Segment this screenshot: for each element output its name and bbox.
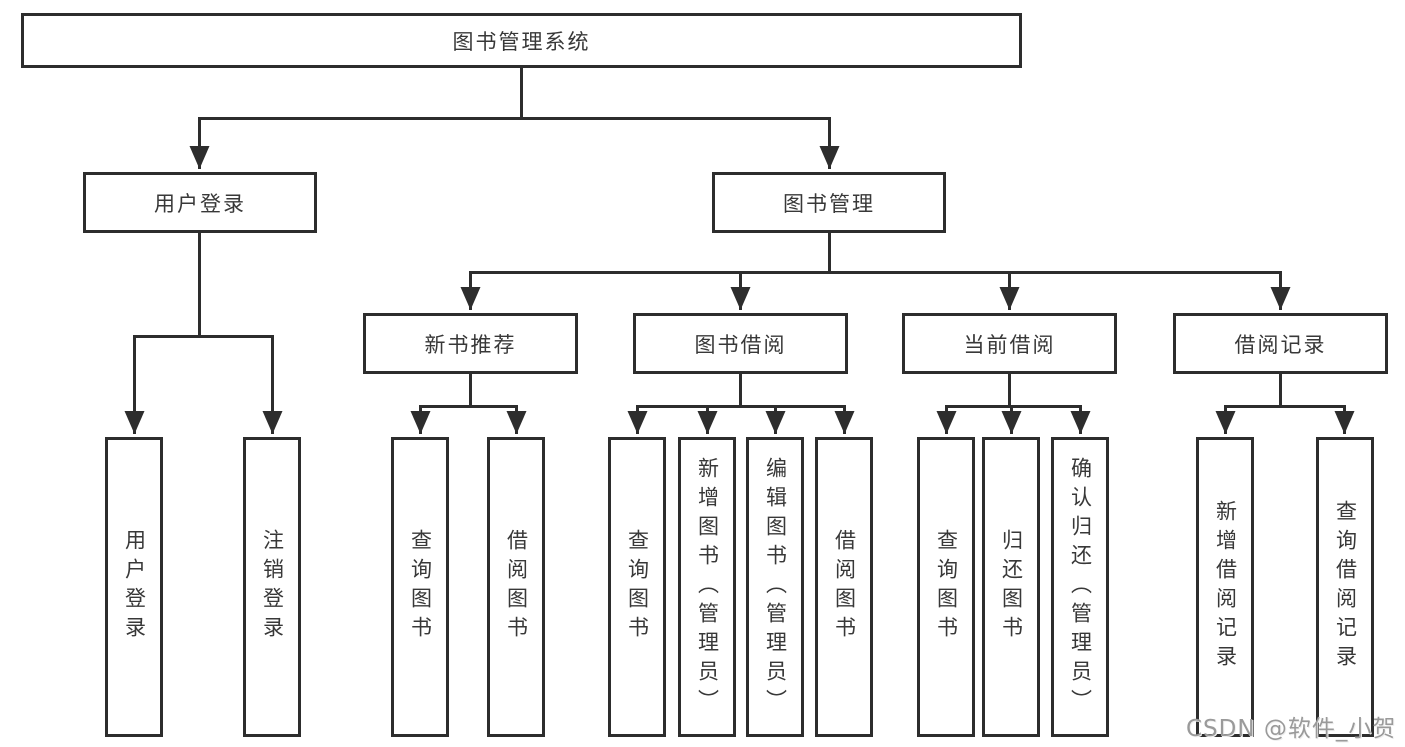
node-leaf-return-books: 归还图书 <box>982 437 1040 737</box>
node-label: 确认归还（管理员） <box>1068 456 1093 718</box>
connector-borrowing-stem <box>637 374 845 408</box>
node-label: 新增图书（管理员） <box>695 456 720 718</box>
csdn-watermark: CSDN @软件_小贺同学 <box>1186 716 1397 742</box>
connector-root-stem <box>199 68 830 120</box>
node-label: 图书管理系统 <box>452 29 591 54</box>
node-new-book-recommend: 新书推荐 <box>363 313 578 374</box>
node-label: 新增借阅记录 <box>1213 500 1238 674</box>
node-leaf-query-books: 查询图书 <box>917 437 975 737</box>
node-label: 当前借阅 <box>963 332 1056 357</box>
connector-bookmgmt-stem <box>470 233 1281 274</box>
node-leaf-edit-books-admin: 编辑图书（管理员） <box>746 437 804 737</box>
node-label: 用户登录 <box>154 191 246 216</box>
node-leaf-add-books-admin: 新增图书（管理员） <box>678 437 736 737</box>
node-label: 编辑图书（管理员） <box>763 456 788 718</box>
node-label: 图书管理 <box>783 191 875 216</box>
node-user-login: 用户登录 <box>83 172 317 233</box>
node-leaf-add-borrow-record: 新增借阅记录 <box>1196 437 1254 737</box>
connector-current-stem <box>946 374 1081 408</box>
node-book-management: 图书管理 <box>712 172 946 233</box>
node-leaf-query-books: 查询图书 <box>391 437 449 737</box>
node-leaf-query-borrow-record: 查询借阅记录 <box>1316 437 1374 737</box>
node-label: 新书推荐 <box>424 332 517 357</box>
node-label: 借阅记录 <box>1234 332 1327 357</box>
node-leaf-borrow-books: 借阅图书 <box>815 437 873 737</box>
node-label: 注销登录 <box>260 529 285 645</box>
node-label: 图书借阅 <box>694 332 787 357</box>
node-label: 查询借阅记录 <box>1333 500 1358 674</box>
node-label: 借阅图书 <box>832 529 857 645</box>
connector-newbook-stem <box>420 374 517 408</box>
node-root-system: 图书管理系统 <box>21 13 1022 68</box>
node-label: 查询图书 <box>934 529 959 645</box>
node-leaf-logout: 注销登录 <box>243 437 301 737</box>
node-current-borrowing: 当前借阅 <box>902 313 1117 374</box>
connector-records-stem <box>1225 374 1345 408</box>
node-book-borrowing: 图书借阅 <box>633 313 848 374</box>
node-label: 归还图书 <box>999 529 1024 645</box>
node-label: 查询图书 <box>408 529 433 645</box>
node-borrowing-records: 借阅记录 <box>1173 313 1388 374</box>
node-label: 借阅图书 <box>504 529 529 645</box>
node-leaf-borrow-books: 借阅图书 <box>487 437 545 737</box>
node-label: 查询图书 <box>625 529 650 645</box>
node-label: 用户登录 <box>122 529 147 645</box>
node-leaf-confirm-return-admin: 确认归还（管理员） <box>1051 437 1109 737</box>
node-leaf-query-books: 查询图书 <box>608 437 666 737</box>
node-leaf-user-login: 用户登录 <box>105 437 163 737</box>
connector-userlogin-stem <box>134 233 273 338</box>
